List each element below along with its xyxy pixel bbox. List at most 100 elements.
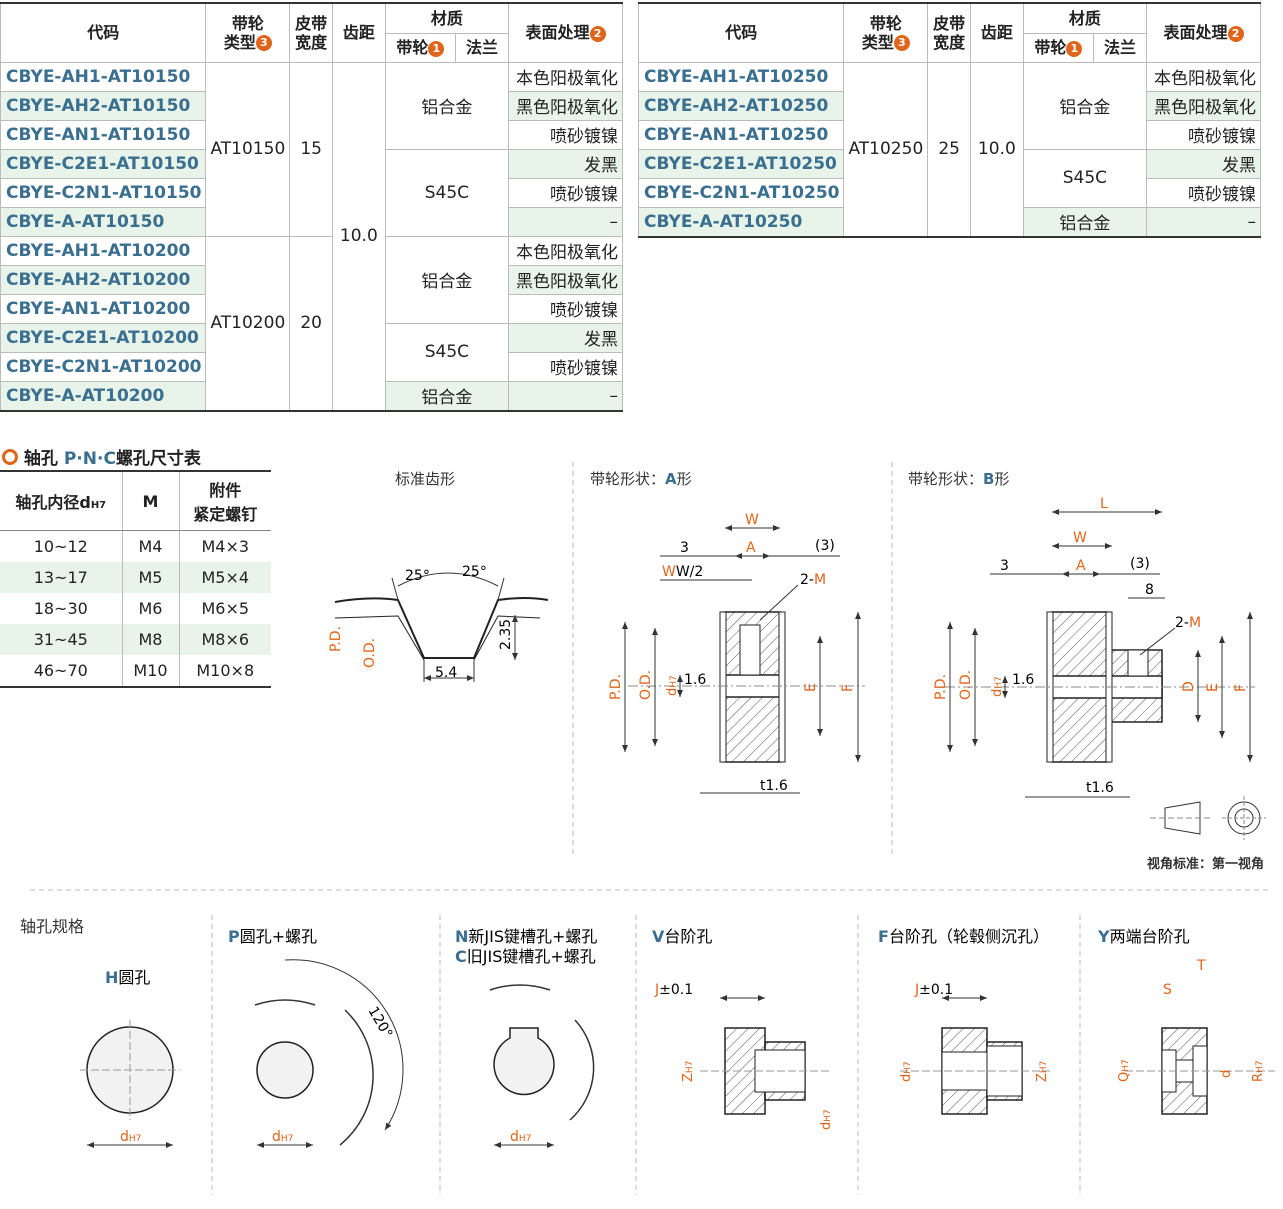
thread-cell: M10	[121, 655, 180, 688]
setscrew-cell: M4×3	[178, 530, 271, 562]
note-3-icon: 3	[255, 35, 272, 52]
surface-cell: 发黑	[508, 322, 623, 353]
svg-text:W: W	[745, 512, 759, 528]
code-cell[interactable]: CBYE-A-AT10250	[637, 206, 845, 238]
setscrew-cell: M8×6	[178, 624, 271, 655]
code-cell[interactable]: CBYE-AH2-AT10150	[0, 90, 207, 121]
tooth-od: O.D.	[362, 638, 378, 668]
material-cell: S45C	[1022, 148, 1148, 208]
surface-cell: 本色阳极氧化	[508, 61, 623, 92]
bore-range-cell: 10~12	[0, 530, 123, 562]
header-width: 皮带宽度	[289, 2, 333, 63]
svg-text:V台阶孔: V台阶孔	[652, 927, 712, 946]
surface-cell: 喷砂镀镍	[1146, 119, 1261, 150]
svg-text:QH7: QH7	[1117, 1059, 1132, 1082]
pnc-header-m: M	[121, 470, 180, 531]
code-cell[interactable]: CBYE-AN1-AT10200	[0, 293, 207, 324]
surface-cell: –	[508, 206, 623, 237]
svg-text:S: S	[1163, 982, 1172, 998]
svg-text:dH7: dH7	[899, 1061, 914, 1082]
code-cell[interactable]: CBYE-AH1-AT10250	[637, 61, 845, 92]
material-cell: S45C	[384, 148, 510, 237]
header-pitch: 齿距	[970, 2, 1024, 63]
note-1-icon: 1	[428, 40, 445, 57]
code-cell[interactable]: CBYE-C2E1-AT10250	[637, 148, 845, 179]
surface-cell: 喷砂镀镍	[508, 119, 623, 150]
width-cell: 25	[927, 61, 971, 238]
setscrew-cell: M10×8	[178, 655, 271, 688]
svg-text:dH7: dH7	[990, 676, 1005, 697]
svg-text:J±0.1: J±0.1	[914, 982, 953, 998]
code-cell[interactable]: CBYE-AH2-AT10250	[637, 90, 845, 121]
code-cell[interactable]: CBYE-AH2-AT10200	[0, 264, 207, 295]
svg-text:H圆孔: H圆孔	[105, 968, 150, 987]
surface-cell: –	[1146, 206, 1261, 238]
code-cell[interactable]: CBYE-C2E1-AT10200	[0, 322, 207, 353]
thread-cell: M6	[121, 593, 180, 624]
tooth-profile-drawing: 标准齿形 25° 25° 5.4 2.35 P.D. O.D.	[328, 470, 549, 682]
header-code: 代码	[0, 2, 207, 63]
surface-cell: 喷砂镀镍	[508, 177, 623, 208]
code-cell[interactable]: CBYE-C2N1-AT10200	[0, 351, 207, 382]
svg-text:t1.6: t1.6	[1086, 780, 1114, 796]
width-cell: 15	[289, 61, 333, 237]
material-cell: 铝合金	[384, 235, 510, 324]
svg-text:1.6: 1.6	[1012, 672, 1034, 688]
surface-cell: 本色阳极氧化	[508, 235, 623, 266]
material-cell: 铝合金	[384, 380, 510, 412]
shape-a-drawing: 带轮形状：A形 W A 3 (3) WW/2 2-M P.D. O.D. dH7…	[590, 470, 865, 794]
svg-text:N新JIS键槽孔+螺孔: N新JIS键槽孔+螺孔	[455, 927, 597, 946]
tooth-angle-2: 25°	[462, 564, 487, 580]
svg-text:O.D.: O.D.	[958, 670, 974, 700]
tooth-angle-1: 25°	[405, 568, 430, 584]
table-row: CBYE-A-AT10200 铝合金–	[0, 380, 623, 412]
note-2-icon: 2	[589, 25, 606, 42]
material-cell: S45C	[384, 322, 510, 382]
svg-text:带轮形状：B形: 带轮形状：B形	[908, 470, 1009, 488]
type-cell: AT10250	[843, 61, 929, 238]
svg-text:dH7: dH7	[272, 1129, 293, 1145]
width-cell: 20	[289, 235, 333, 412]
bore-range-cell: 46~70	[0, 655, 123, 688]
svg-text:E: E	[803, 683, 819, 692]
code-cell[interactable]: CBYE-A-AT10200	[0, 380, 207, 412]
code-cell[interactable]: CBYE-AN1-AT10250	[637, 119, 845, 150]
surface-cell: 黑色阳极氧化	[1146, 90, 1261, 121]
code-cell[interactable]: CBYE-A-AT10150	[0, 206, 207, 237]
bore-range-cell: 18~30	[0, 593, 123, 624]
code-cell[interactable]: CBYE-AN1-AT10150	[0, 119, 207, 150]
surface-cell: –	[508, 380, 623, 412]
code-cell[interactable]: CBYE-AH1-AT10200	[0, 235, 207, 266]
svg-text:P.D.: P.D.	[608, 674, 624, 700]
code-cell[interactable]: CBYE-C2N1-AT10250	[637, 177, 845, 208]
type-cell: AT10200	[205, 235, 291, 412]
svg-text:O.D.: O.D.	[638, 670, 654, 700]
header-material: 材质	[1022, 2, 1148, 34]
code-cell[interactable]: CBYE-C2N1-AT10150	[0, 177, 207, 208]
tooth-pd: P.D.	[328, 626, 344, 652]
svg-text:t1.6: t1.6	[760, 778, 788, 794]
material-cell: 铝合金	[1022, 61, 1148, 150]
svg-text:2-M: 2-M	[800, 572, 826, 588]
tooth-width-5.4: 5.4	[435, 665, 457, 681]
code-cell[interactable]: CBYE-AH1-AT10150	[0, 61, 207, 92]
table-row: CBYE-AN1-AT10150 喷砂镀镍	[0, 119, 623, 150]
pnc-header-bore: 轴孔内径dH7	[0, 470, 123, 531]
svg-text:A: A	[1076, 558, 1086, 574]
code-cell[interactable]: CBYE-C2E1-AT10150	[0, 148, 207, 179]
note-2-icon: 2	[1227, 25, 1244, 42]
